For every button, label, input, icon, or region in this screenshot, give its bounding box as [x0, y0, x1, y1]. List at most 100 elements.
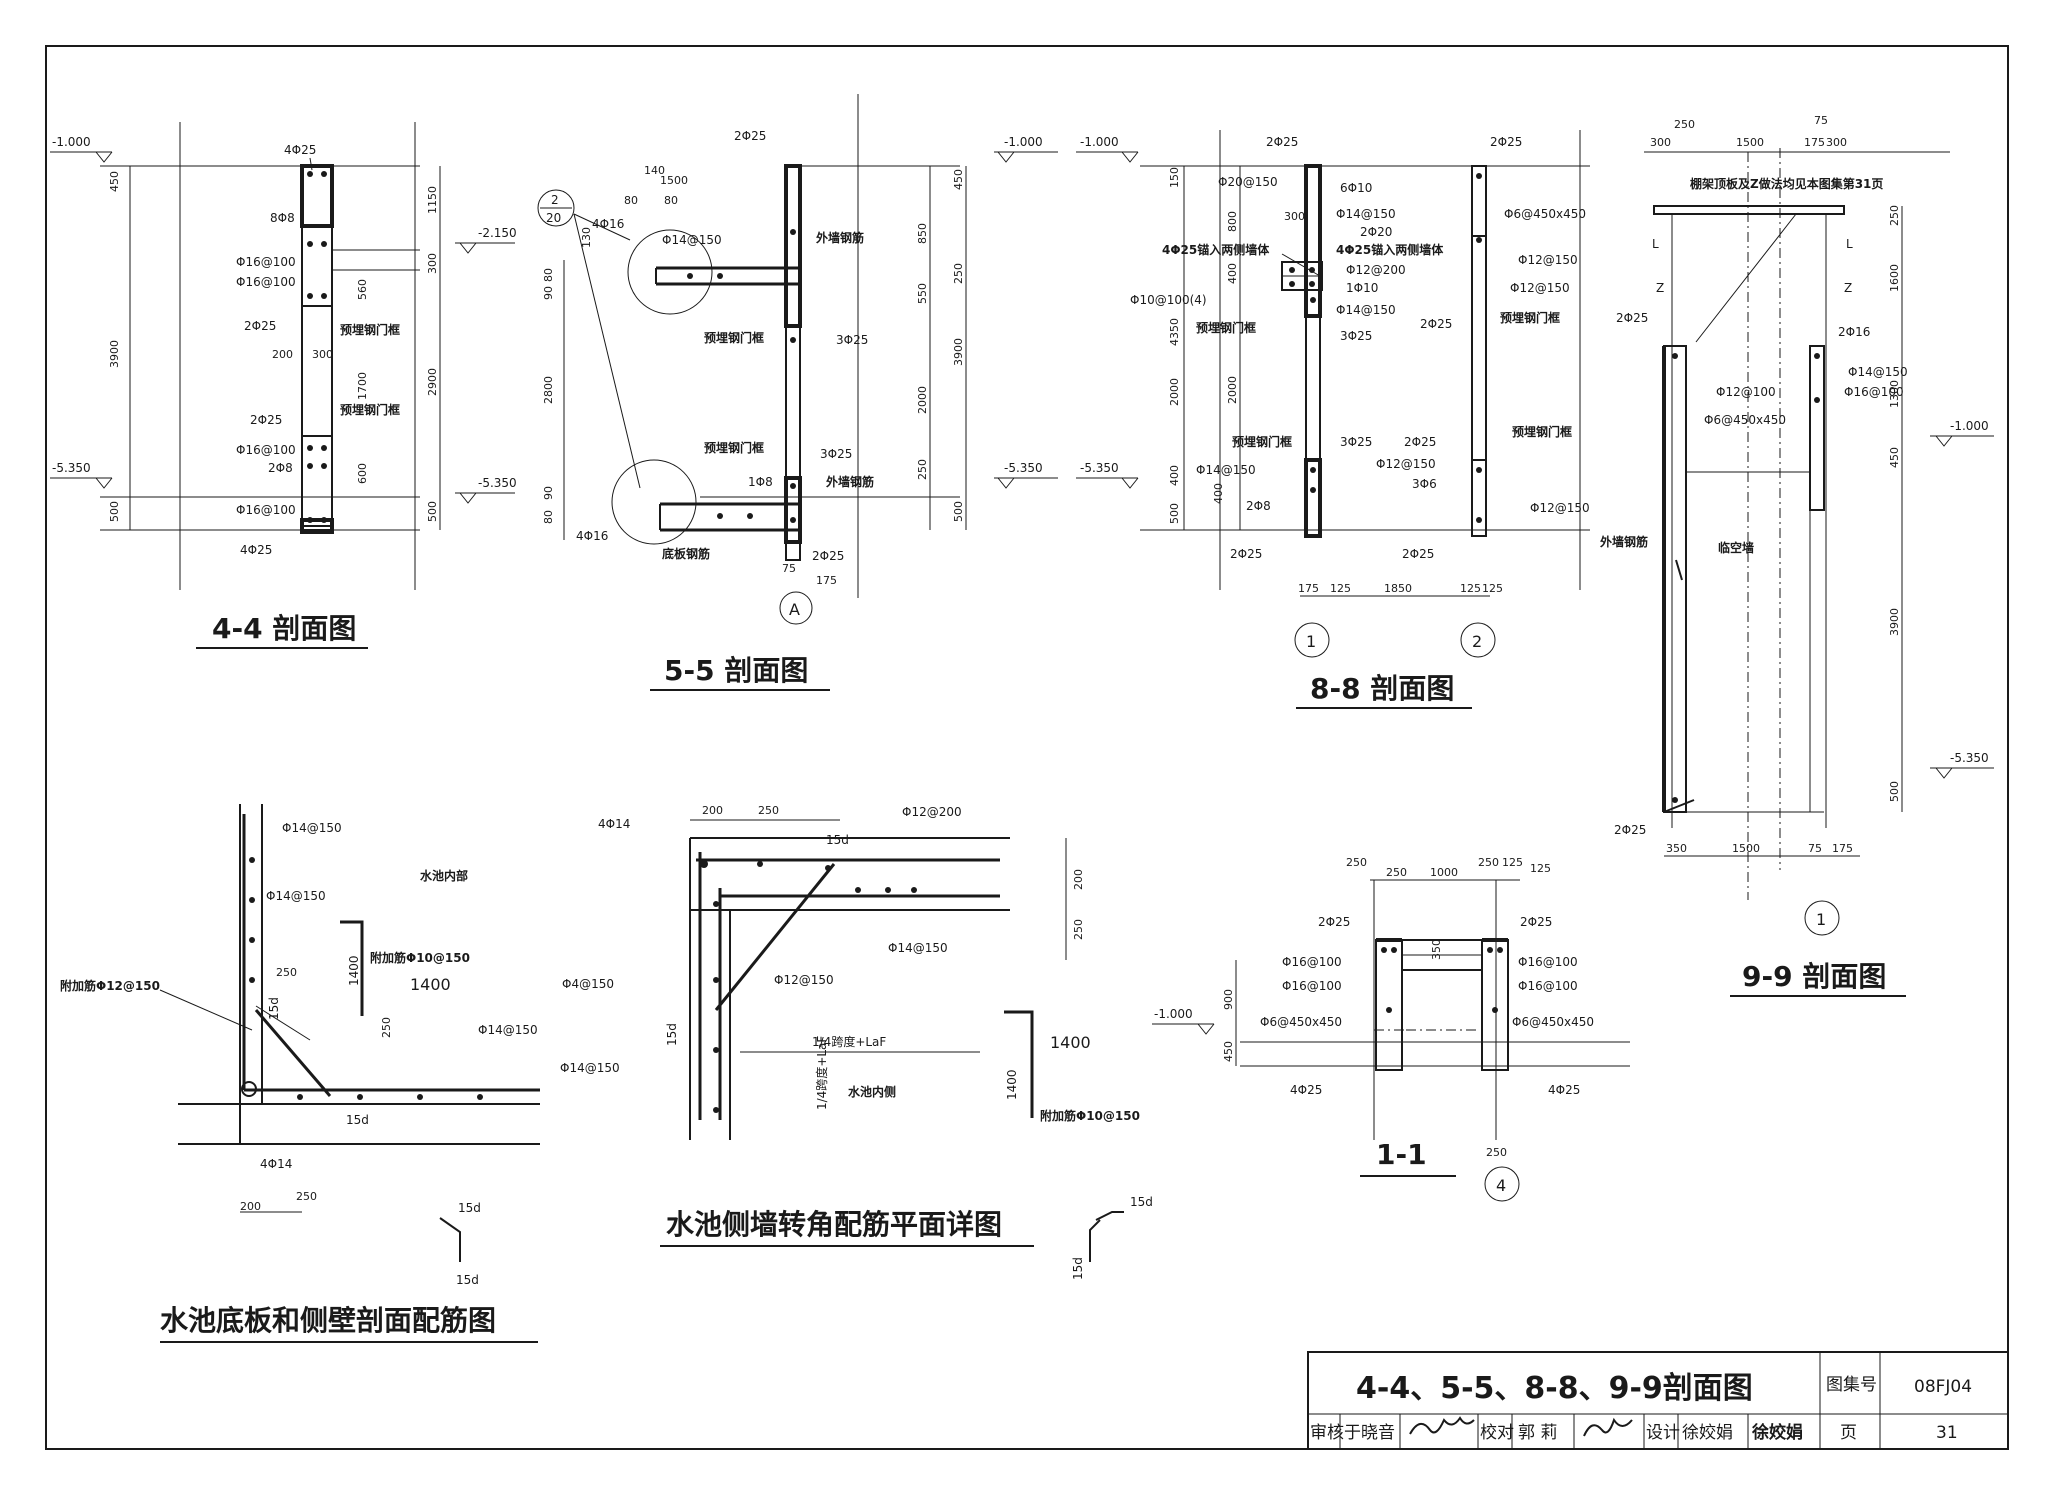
marker-label: Z	[1844, 281, 1852, 295]
rebar-label: 外墙钢筋	[826, 474, 874, 489]
rebar-label: 3Φ25	[1340, 329, 1372, 343]
dim-text: 1500	[1732, 842, 1760, 855]
rebar-label: Φ6@450x450	[1504, 207, 1586, 221]
check-label: 校对	[1480, 1423, 1514, 1443]
dim-text: 400	[1212, 483, 1225, 504]
design-label: 设计	[1646, 1423, 1680, 1443]
dim-text: 175	[1298, 582, 1319, 595]
atlas-no: 08FJ04	[1914, 1377, 1972, 1397]
section-title: 8-8 剖面图	[1310, 672, 1454, 705]
rebar-label: Φ14@150	[282, 821, 342, 835]
rebar-label: 2Φ25	[244, 319, 276, 333]
rebar-label: Φ16@100	[1518, 955, 1578, 969]
axis-label: A	[789, 600, 800, 619]
dim-text: 75	[782, 562, 796, 575]
designer-signature-text: 徐姣娟	[1751, 1422, 1803, 1443]
rebar-label: 2Φ25	[1520, 915, 1552, 929]
dim-text: 3900	[952, 338, 965, 366]
rebar-label: Φ12@200	[1346, 263, 1406, 277]
elev-label: -1.000	[1154, 1007, 1193, 1021]
dim-text: 3900	[1888, 608, 1901, 636]
rebar-label: Φ12@100	[1716, 385, 1776, 399]
dim-text: 125	[1330, 582, 1351, 595]
rebar-label: 2Φ25	[1490, 135, 1522, 149]
dim-text: 800	[1226, 211, 1239, 232]
rebar-label: 附加筋Φ10@150	[370, 950, 470, 965]
hook-label: 15d	[1130, 1195, 1153, 1209]
dim-text: 850	[916, 223, 929, 244]
axis-label: 1	[1816, 910, 1826, 929]
rebar-label: 外墙钢筋	[816, 230, 864, 245]
frame-label: 预埋钢门框	[340, 402, 400, 417]
dim-text: 15d	[665, 1023, 679, 1046]
rebar-label: Φ12@150	[1518, 253, 1578, 267]
rebar-label: 4Φ14	[598, 817, 630, 831]
rebar-label: 附加筋Φ12@150	[60, 978, 160, 993]
rebar-label: Φ16@100	[236, 255, 296, 269]
dim-text: 450	[108, 171, 121, 192]
rebar-label: Φ12@150	[1510, 281, 1570, 295]
dim-text: 125	[1482, 582, 1503, 595]
dim-text: 350	[1430, 939, 1443, 960]
dim-text: 1400	[1050, 1033, 1091, 1052]
rebar-label: 3Φ25	[836, 333, 868, 347]
dim-text: 500	[952, 501, 965, 522]
dim-text: 250	[1478, 856, 1499, 869]
rebar-label: Φ14@150	[560, 1061, 620, 1075]
marker-label: L	[1652, 237, 1659, 251]
dim-text: 2000	[1226, 376, 1239, 404]
rebar-label: Φ14@150	[1336, 303, 1396, 317]
axis-bubble	[779, 591, 813, 625]
dim-text: 250	[276, 966, 297, 979]
rebar-label: 3Φ25	[820, 447, 852, 461]
rebar-label: Φ10@100(4)	[1130, 293, 1207, 307]
dim-text: 175	[1804, 136, 1825, 149]
rebar-label: 4Φ25	[1548, 1083, 1580, 1097]
dim-text: 250	[1386, 866, 1407, 879]
frame-label: 预埋钢门框	[1232, 434, 1292, 449]
axis-bubble	[1460, 622, 1496, 658]
dim-text: 400	[1168, 465, 1181, 486]
dim-text: 250	[1346, 856, 1367, 869]
rebar-label: 4Φ16	[576, 529, 608, 543]
dim-text: 600	[356, 463, 369, 484]
axis-label: 1	[1306, 632, 1316, 651]
rebar-label: Φ16@100	[236, 503, 296, 517]
elev-label: -5.350	[1950, 751, 1989, 765]
dim-text: 450	[1222, 1041, 1235, 1062]
section-title: 水池侧墙转角配筋平面详图	[666, 1208, 1002, 1241]
frame-label: 预埋钢门框	[704, 440, 764, 455]
elev-label: -5.350	[52, 461, 91, 475]
dim-text: 300	[312, 348, 333, 361]
rebar-label: Φ16@100	[236, 443, 296, 457]
dim-text: 175	[816, 574, 837, 587]
section-4-4: -1.000 -5.350 -2.150 -5.350 450	[50, 122, 517, 649]
rebar-label: 1Φ8	[748, 475, 773, 489]
rebar-label: 2Φ25	[1614, 823, 1646, 837]
frame-label: 预埋钢门框	[340, 322, 400, 337]
reviewer-signature	[1409, 1416, 1475, 1435]
dim-text: 400	[1226, 263, 1239, 284]
dim-text: 15d	[826, 833, 849, 847]
rebar-label: Φ6@450x450	[1512, 1015, 1594, 1029]
rebar-label: 2Φ25	[812, 549, 844, 563]
dim-text: 1500	[660, 174, 688, 187]
page-label: 页	[1840, 1423, 1857, 1443]
dim-text: 125	[1460, 582, 1481, 595]
rebar-label: Φ16@100	[1282, 979, 1342, 993]
callout-top: 2	[551, 193, 559, 207]
dim-text: 15d	[346, 1113, 369, 1127]
designer-name: 徐姣娟	[1682, 1423, 1733, 1443]
dim-text: 1400	[1005, 1069, 1019, 1100]
rebar-label: 8Φ8	[270, 211, 295, 225]
dim-text: 250	[380, 1017, 393, 1038]
checker-name: 郭 莉	[1518, 1423, 1557, 1443]
rebar-label: 2Φ25	[734, 129, 766, 143]
section-title: 9-9 剖面图	[1742, 960, 1886, 993]
dim-text: 1300	[1888, 380, 1901, 408]
dim-text: 2000	[916, 386, 929, 414]
rebar-label: Φ20@150	[1218, 175, 1278, 189]
rebar-label: Φ12@150	[1530, 501, 1590, 515]
dim-text: 1150	[426, 186, 439, 214]
